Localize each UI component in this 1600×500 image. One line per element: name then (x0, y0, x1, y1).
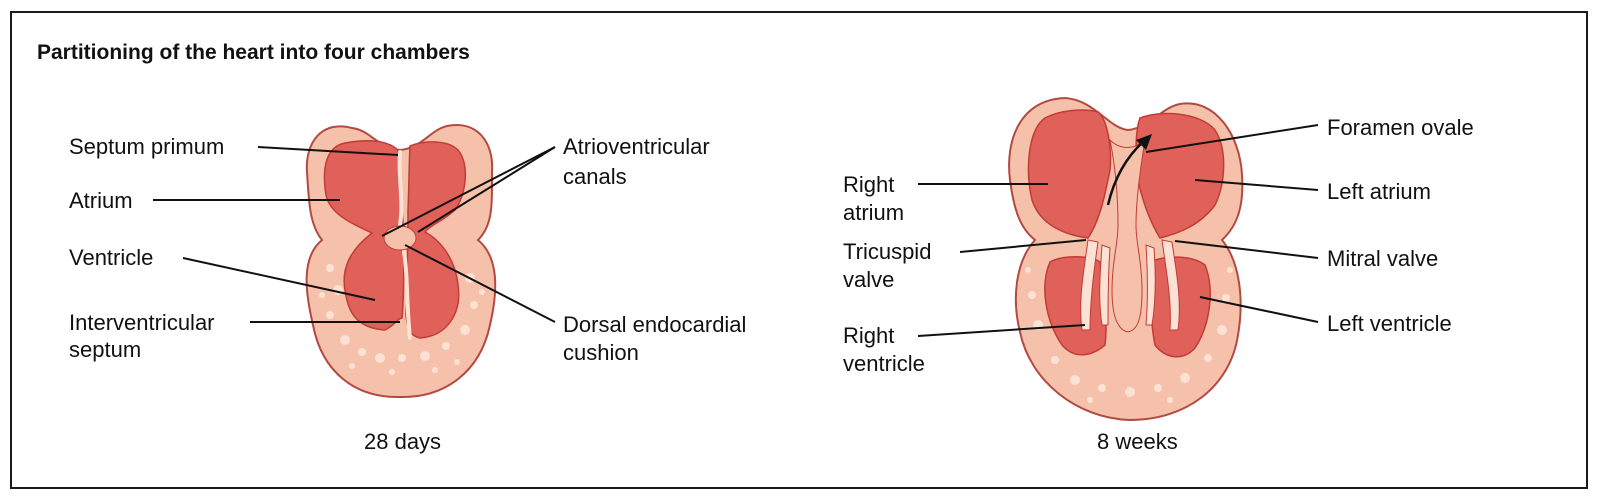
label-right-atrium-1: Right (843, 172, 895, 197)
label-av-canals-2: canals (563, 164, 627, 189)
label-tricuspid-2: valve (843, 267, 895, 292)
leader-right-ventricle (917, 324, 1086, 337)
label-dorsal-cushion-2: cushion (563, 340, 639, 365)
label-mitral-valve: Mitral valve (1327, 246, 1439, 271)
heart-28-days (305, 124, 497, 399)
heart-8-trabeculae (1025, 267, 1233, 403)
label-left-atrium: Left atrium (1327, 179, 1431, 204)
leader-av-canal-right (417, 146, 556, 233)
label-septum-primum: Septum primum (69, 134, 225, 159)
leader-foramen-ovale (1145, 124, 1319, 153)
foramen-ovale-arrowhead (1136, 134, 1152, 150)
leader-left-atrium (1194, 179, 1319, 191)
leader-tricuspid (959, 239, 1087, 253)
label-foramen-ovale: Foramen ovale (1327, 115, 1474, 140)
caption-8-weeks: 8 weeks (1097, 429, 1178, 454)
label-interventricular-septum-1: Interventricular (69, 310, 215, 335)
figure-frame (10, 11, 1588, 489)
heart-28-interventricular-septum (402, 250, 412, 340)
label-dorsal-cushion-1: Dorsal endocardial (563, 312, 747, 337)
heart-8-right-atrium (1027, 109, 1112, 239)
heart-28-endocardial-cushion (383, 225, 417, 251)
heart-8-weeks (1008, 96, 1244, 422)
caption-28-days: 28 days (364, 429, 442, 454)
label-right-atrium-2: atrium (843, 200, 905, 225)
label-right-ventricle-1: Right (843, 323, 895, 348)
leader-mitral-valve (1174, 240, 1319, 259)
label-av-canals-1: Atrioventricular (563, 134, 710, 159)
label-ventricle: Ventricle (69, 245, 154, 270)
leader-lines (153, 124, 1319, 337)
label-atrium: Atrium (69, 188, 133, 213)
figure-title: Partitioning of the heart into four cham… (37, 41, 470, 64)
leader-dorsal-cushion (404, 244, 556, 323)
label-tricuspid-1: Tricuspid (843, 239, 932, 264)
label-right-ventricle-2: ventricle (843, 351, 925, 376)
leader-left-ventricle (1199, 296, 1319, 323)
leader-av-canal-left (381, 146, 556, 237)
heart-8-valves (1080, 239, 1180, 331)
heart-8-septum (1109, 138, 1146, 333)
leader-ventricle (182, 257, 376, 301)
label-interventricular-septum-2: septum (69, 337, 142, 362)
label-left-ventricle: Left ventricle (1327, 311, 1452, 336)
leader-septum-primum (257, 146, 399, 156)
